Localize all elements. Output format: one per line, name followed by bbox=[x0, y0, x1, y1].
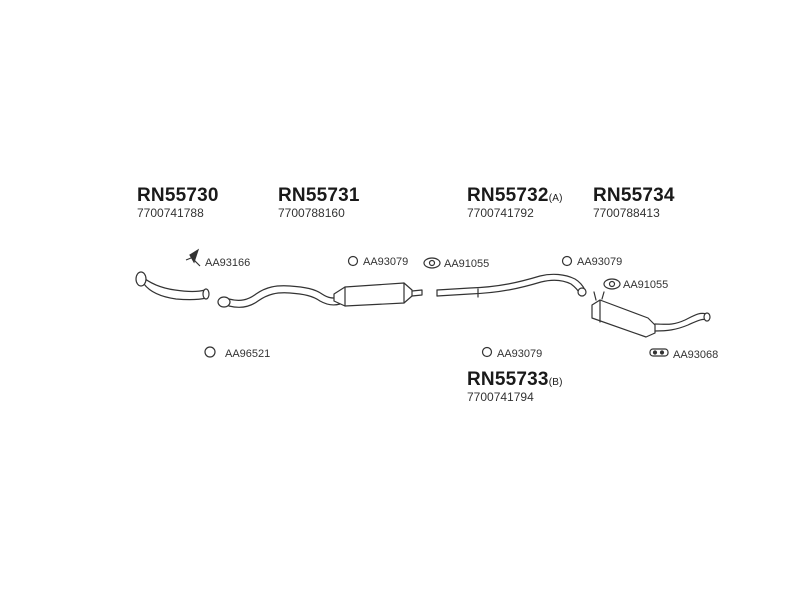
accessory-label: AA93079 bbox=[363, 256, 409, 268]
oem-number: 7700741794 bbox=[467, 390, 534, 404]
ring-icon bbox=[561, 255, 573, 267]
part-number: RN55730 bbox=[137, 185, 219, 206]
oem-number: 7700788160 bbox=[278, 206, 345, 220]
front-pipe bbox=[135, 271, 210, 301]
part-rn55734: RN55734 7700788413 bbox=[593, 186, 675, 219]
accessory-label: AA93079 bbox=[497, 348, 543, 360]
part-number: RN55733(B) bbox=[467, 369, 563, 390]
ring-icon bbox=[347, 255, 359, 267]
rear-muffler bbox=[591, 291, 711, 338]
part-rn55733: RN55733(B) 7700741794 bbox=[467, 370, 563, 403]
oem-number: 7700788413 bbox=[593, 206, 660, 220]
accessory-label: AA91055 bbox=[623, 279, 669, 291]
gasket-icon bbox=[603, 278, 621, 290]
accessory-label: AA93068 bbox=[673, 349, 719, 361]
accessory-label: AA93166 bbox=[205, 257, 251, 269]
accessory-label: AA91055 bbox=[444, 258, 490, 270]
middle-muffler bbox=[333, 282, 423, 307]
part-rn55730: RN55730 7700741788 bbox=[137, 186, 219, 219]
ring-icon bbox=[204, 346, 216, 358]
part-rn55732: RN55732(A) 7700741792 bbox=[467, 186, 563, 219]
tail-pipe-section bbox=[436, 273, 587, 298]
gasket-icon bbox=[423, 257, 441, 269]
oem-number: 7700741788 bbox=[137, 206, 204, 220]
accessory-label: AA96521 bbox=[225, 348, 271, 360]
part-number: RN55734 bbox=[593, 185, 675, 206]
intermediate-pipe bbox=[217, 285, 341, 308]
part-number: RN55732(A) bbox=[467, 185, 563, 206]
ring-icon bbox=[481, 346, 493, 358]
variant-suffix: (A) bbox=[548, 193, 563, 204]
accessory-label: AA93079 bbox=[577, 256, 623, 268]
part-rn55731: RN55731 7700788160 bbox=[278, 186, 360, 219]
clamp-icon bbox=[649, 348, 669, 357]
hanger-icon bbox=[185, 248, 201, 267]
variant-suffix: (B) bbox=[548, 377, 563, 388]
oem-number: 7700741792 bbox=[467, 206, 534, 220]
part-number: RN55731 bbox=[278, 185, 360, 206]
